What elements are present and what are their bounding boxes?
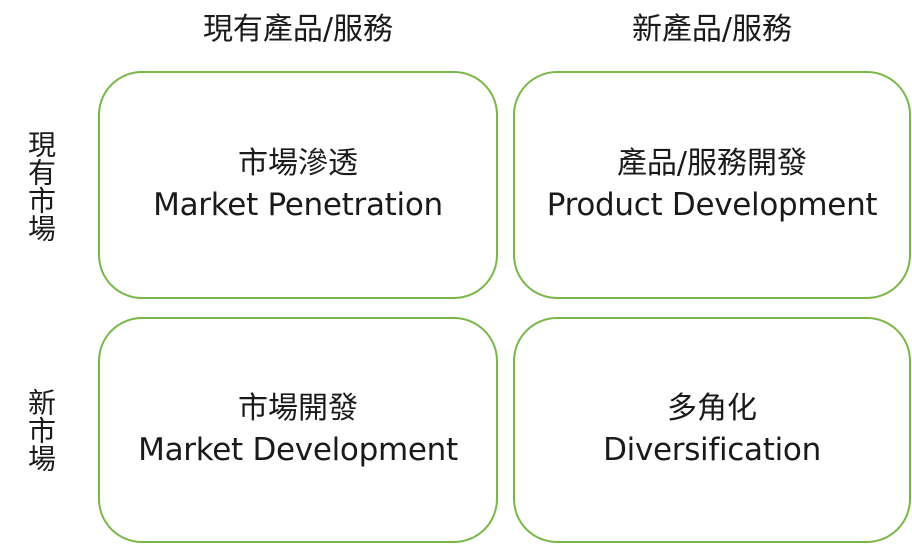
cell-title-en: Market Development [138, 432, 458, 468]
cell-title-zh: 市場滲透 [238, 146, 358, 181]
cell-market-development: 市場開發 Market Development [98, 317, 498, 543]
cell-title-en: Market Penetration [153, 187, 443, 223]
row-header-existing-markets: 現有市場 [24, 129, 57, 242]
cell-title-zh: 多角化 [667, 391, 757, 426]
cell-title-en: Diversification [603, 432, 821, 468]
cell-product-development: 產品/服務開發 Product Development [513, 71, 911, 299]
cell-market-penetration: 市場滲透 Market Penetration [98, 71, 498, 299]
cell-title-en: Product Development [546, 187, 878, 223]
column-header-existing-products: 現有產品/服務 [202, 12, 394, 47]
column-header-new-products: 新產品/服務 [631, 12, 793, 47]
row-header-new-markets: 新市場 [24, 388, 57, 472]
cell-title-zh: 市場開發 [238, 391, 358, 426]
cell-diversification: 多角化 Diversification [513, 317, 911, 543]
cell-title-zh: 產品/服務開發 [616, 146, 808, 181]
